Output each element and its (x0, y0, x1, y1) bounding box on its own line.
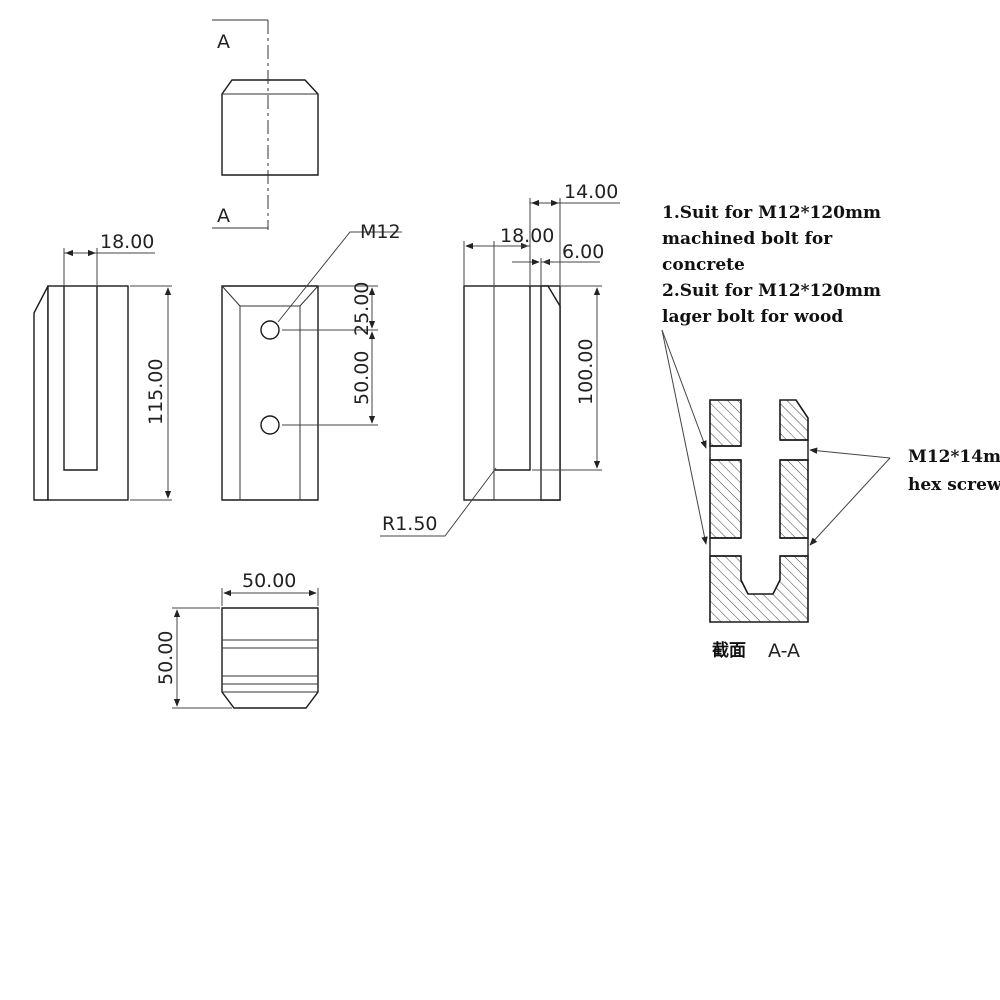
section-mark-top: A (217, 31, 230, 53)
note-line-1: 1.Suit for M12*120mm (662, 203, 881, 223)
dim-right-depth: 100.00 (575, 339, 597, 405)
dim-left-width: 18.00 (100, 231, 154, 253)
bottom-view (172, 588, 319, 709)
note-line-3: concrete (662, 255, 745, 275)
dim-left-height: 115.00 (145, 359, 167, 425)
front-view (221, 231, 402, 501)
dim-bottom-width: 50.00 (242, 570, 296, 592)
screw-label-1: M12*14mm (908, 447, 1000, 467)
thread-label: M12 (360, 221, 401, 243)
bolt-hole-upper (260, 320, 280, 340)
section-mark-bottom: A (217, 205, 230, 227)
left-side-view (33, 248, 172, 501)
top-view (212, 19, 319, 230)
section-title-ref: A-A (768, 640, 800, 662)
dim-front-offset: 25.00 (351, 282, 373, 336)
dim-right-radius: R1.50 (382, 513, 438, 535)
dim-right-slot: 18.00 (500, 225, 554, 247)
section-a-a (661, 329, 891, 623)
dim-right-side: 6.00 (562, 241, 604, 263)
dim-front-spacing: 50.00 (351, 351, 373, 405)
right-side-view (380, 198, 620, 537)
section-title-cn: 截面 (712, 640, 746, 661)
dim-right-total: 14.00 (564, 181, 618, 203)
note-line-4: 2.Suit for M12*120mm (662, 281, 881, 301)
note-line-2: machined bolt for (662, 229, 833, 249)
bolt-hole-lower (260, 415, 280, 435)
screw-label-2: hex screw (908, 475, 1000, 495)
dim-bottom-height: 50.00 (155, 631, 177, 685)
note-line-5: lager bolt for wood (662, 307, 843, 327)
